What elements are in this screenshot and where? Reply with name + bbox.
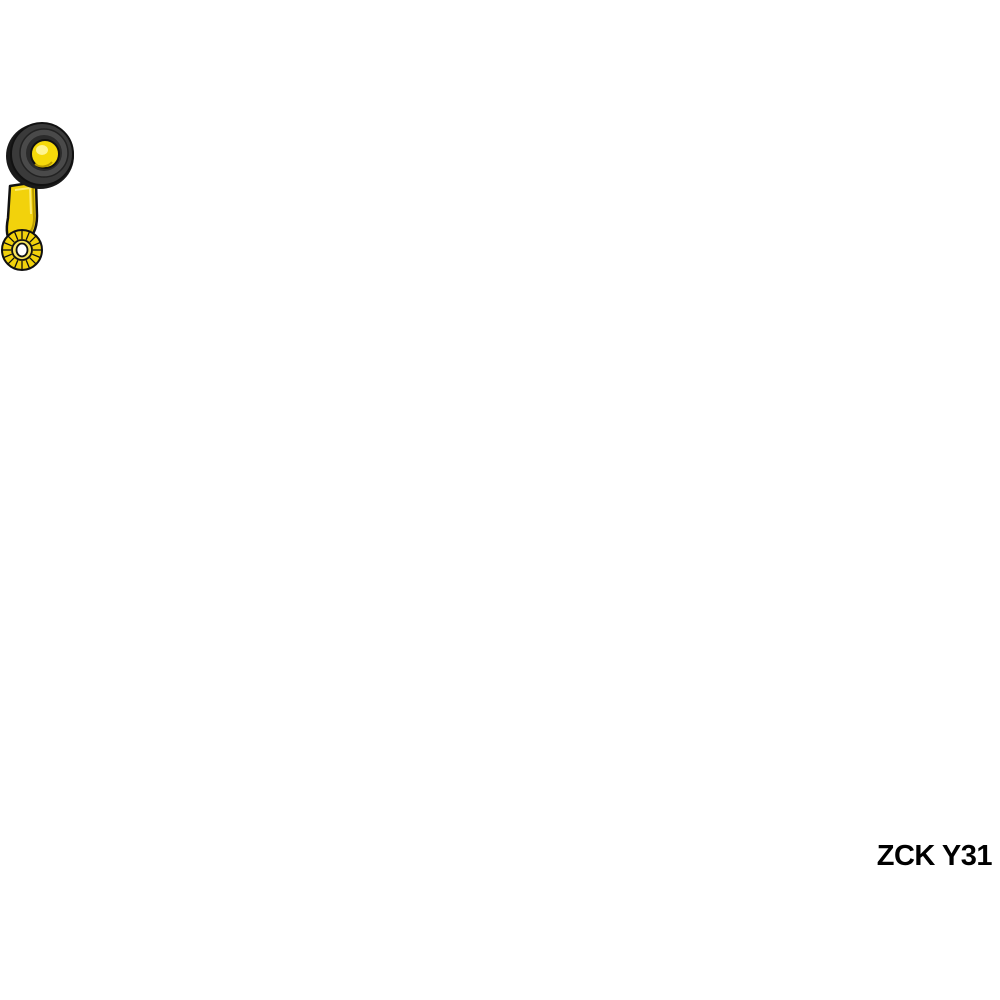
lever-arm-highlight xyxy=(14,186,32,215)
product-reference-code: ZCK Y31 xyxy=(876,840,993,872)
rubber-roller-icon xyxy=(6,122,74,189)
roller-lever-arm-icon xyxy=(1,122,74,271)
serrated-washer-icon xyxy=(1,229,43,271)
